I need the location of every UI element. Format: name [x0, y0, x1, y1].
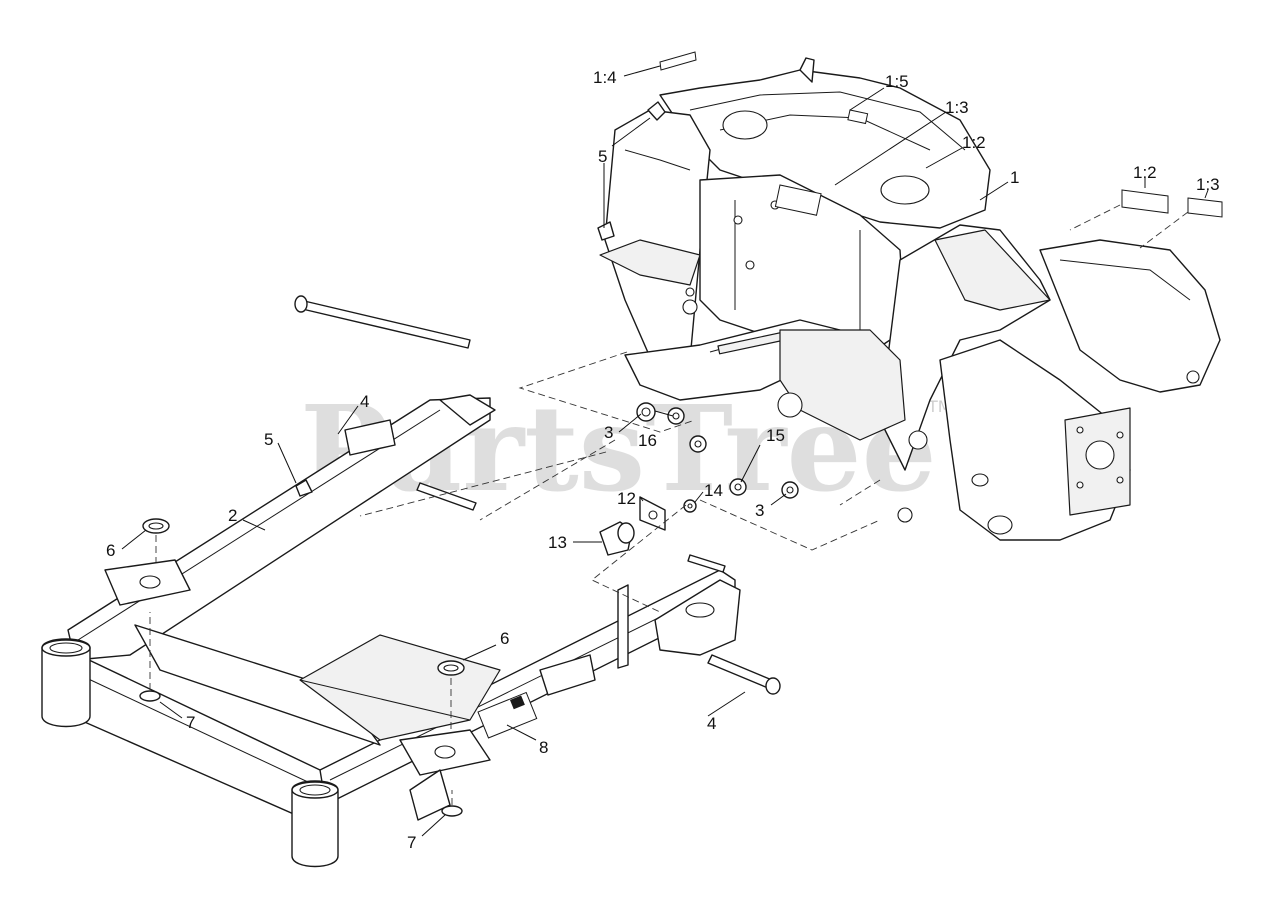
callout-5-top: 5 — [598, 147, 607, 166]
callout-4-bottom: 4 — [707, 714, 716, 733]
hardware-bolt-4-top — [294, 295, 471, 349]
callout-1-5: 1:5 — [885, 72, 909, 91]
hardware-nut-15 — [729, 478, 747, 496]
callout-6-mid: 6 — [500, 629, 509, 648]
hardware-nut-3-left — [636, 402, 656, 422]
bracket-12 — [639, 496, 666, 531]
hardware-nut-upper — [689, 435, 707, 453]
callout-7-bottom: 7 — [407, 833, 416, 852]
hardware-shaft — [416, 482, 726, 573]
hardware-nut-16 — [667, 407, 685, 425]
callout-15: 15 — [766, 426, 785, 445]
callout-1-3-top: 1:3 — [945, 98, 969, 117]
decal-1-4-loose — [659, 51, 697, 71]
callout-1-4: 1:4 — [593, 68, 617, 87]
callout-1-3-right: 1:3 — [1196, 175, 1220, 194]
callout-1-2-right: 1:2 — [1133, 163, 1157, 182]
callout-16: 16 — [638, 431, 657, 450]
lower-frame-part-2 — [41, 394, 741, 868]
callout-7-left: 7 — [186, 713, 195, 732]
callout-2: 2 — [228, 506, 237, 525]
callout-4-top: 4 — [360, 392, 369, 411]
callout-3-left: 3 — [604, 423, 613, 442]
hardware-bolt-4-bottom — [707, 654, 781, 695]
callout-13: 13 — [548, 533, 567, 552]
callout-1: 1 — [1010, 168, 1019, 187]
callout-1-2-top: 1:2 — [962, 133, 986, 152]
bumper-13 — [599, 521, 635, 556]
decal-1-3-loose — [1187, 197, 1223, 218]
hardware-washer-14 — [683, 499, 697, 513]
main-frame-part-1 — [597, 57, 1221, 541]
callout-12: 12 — [617, 489, 636, 508]
decal-1-2-loose — [1121, 189, 1169, 214]
callout-5-left: 5 — [264, 430, 273, 449]
callout-8: 8 — [539, 738, 548, 757]
callout-3-right: 3 — [755, 501, 764, 520]
callout-6-left: 6 — [106, 541, 115, 560]
callout-14: 14 — [704, 481, 723, 500]
